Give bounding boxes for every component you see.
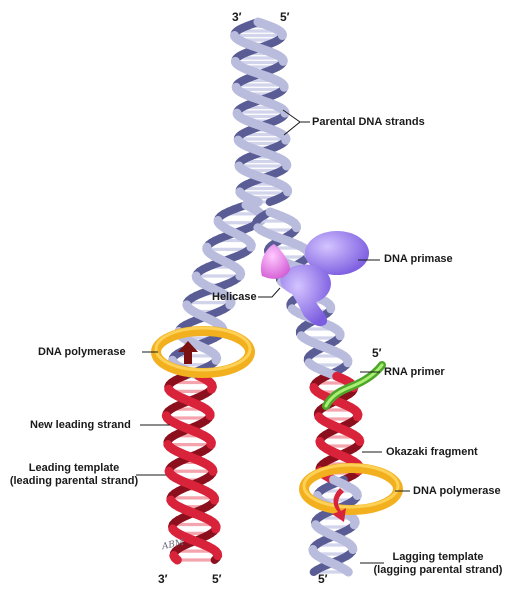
leading-strand-duplex [161, 200, 267, 565]
lagging-arm-strand-a [309, 565, 322, 576]
new-leading-strand-label: New leading strand [30, 419, 131, 431]
polymerase-direction-arrow [178, 341, 198, 364]
okazaki-fragment-label: Okazaki fragment [386, 446, 478, 458]
helicase-label: Helicase [212, 291, 257, 303]
dna-polymerase-lagging [299, 463, 403, 522]
bottom-leading-5-end-label: 5′ [212, 572, 222, 586]
lagging-template-line-2: (lagging parental strand) [373, 564, 503, 576]
leading-arm-strand-a [235, 269, 246, 281]
leading-template-label: Leading template (leading parental stran… [4, 462, 144, 488]
leading-template-line-1: Leading template [28, 462, 120, 474]
leading-arm-strand-a [206, 382, 217, 394]
leading-arm-strand-b [170, 553, 182, 565]
top-right-end-label: 5′ [280, 10, 290, 24]
helicase [260, 244, 290, 279]
lagging-template-label: Lagging template (lagging parental stran… [358, 551, 518, 577]
lagging-arm-strand-b [349, 518, 360, 530]
bottom-leading-3-end-label: 3′ [158, 572, 168, 586]
parental-duplex-strand-a [265, 196, 277, 206]
lagging-arm-strand-a [354, 434, 365, 446]
dna-polymerase-lagging-label: DNA polymerase [413, 485, 501, 497]
lagging-primer-5-end-label: 5′ [372, 346, 382, 360]
leading-template-line-2: (leading parental strand) [9, 475, 139, 487]
leader-lines [136, 109, 410, 564]
parental-duplex [229, 17, 293, 207]
dna-primase [280, 231, 369, 327]
leading-arm-strand-b [211, 353, 222, 365]
lagging-arm-strand-b [340, 565, 353, 577]
dna-polymerase-leading-label: DNA polymerase [38, 346, 126, 358]
parental-dna-strands-label: Parental DNA strands [312, 116, 425, 128]
parental-duplex-strand-b [250, 196, 263, 207]
rna-primer-label: RNA primer [384, 366, 445, 378]
lagging-template-line-1: Lagging template [392, 551, 484, 563]
rna-primer [322, 361, 386, 410]
lagging-direction-arrow [332, 488, 346, 522]
lagging-bottom-5-end-label: 5′ [318, 572, 328, 586]
leading-arm-strand-b [207, 464, 218, 476]
dna-primase-label: DNA primase [384, 253, 453, 265]
leading-arm-strand-b [225, 298, 236, 310]
top-left-end-label: 3′ [232, 10, 242, 24]
